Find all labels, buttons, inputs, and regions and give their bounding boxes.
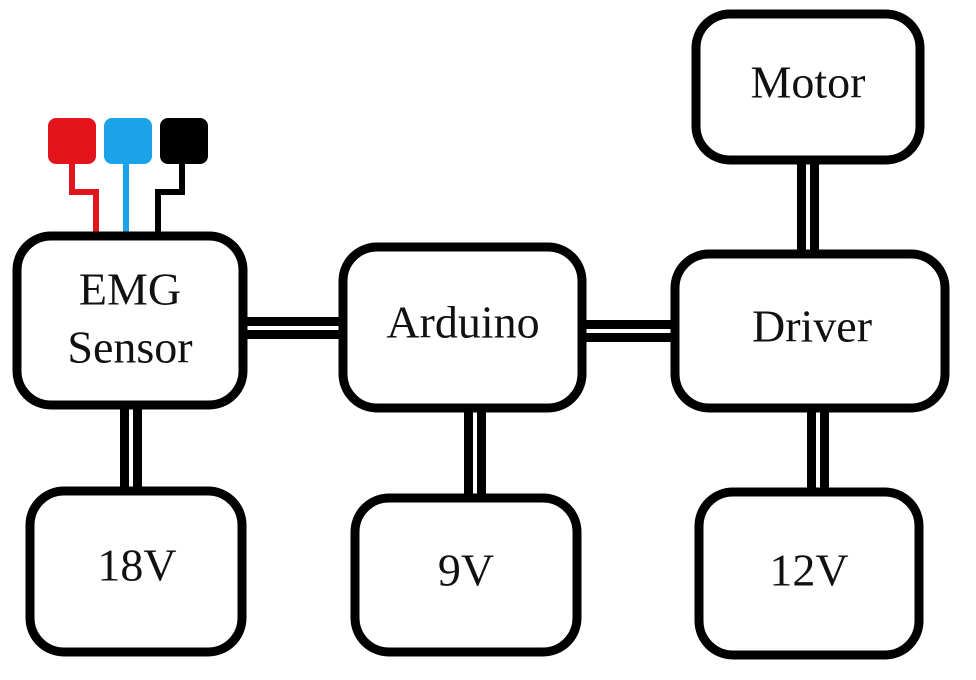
block-arduino: Arduino (338, 242, 587, 413)
emg-sensor-label-line1: EMG (79, 264, 181, 315)
electrode-leads (48, 118, 208, 236)
block-emg-sensor: EMG Sensor (12, 231, 248, 410)
block-supply-12v: 12V (694, 487, 924, 660)
driver-label: Driver (752, 301, 872, 352)
supply-18v-label: 18V (97, 540, 176, 591)
motor-label: Motor (751, 57, 866, 108)
electrode-pad-blue (104, 118, 152, 164)
electrode-pad-black (160, 118, 208, 164)
block-motor: Motor (691, 9, 925, 165)
supply-12v-label: 12V (769, 545, 848, 596)
block-supply-18v: 18V (25, 486, 247, 657)
connector-arduino-9v (464, 408, 486, 498)
electrode-pad-red (48, 118, 96, 164)
block-supply-9v: 9V (350, 493, 582, 657)
connector-driver-12v (807, 408, 829, 492)
supply-9v-label: 9V (438, 545, 494, 596)
block-driver: Driver (670, 249, 950, 413)
connector-arduino-driver (582, 320, 674, 342)
emg-sensor-label-line2: Sensor (67, 322, 192, 373)
connector-emg-arduino (244, 317, 344, 339)
electrode-wire-black (155, 160, 185, 236)
connector-emg-18v (120, 405, 142, 491)
arduino-label: Arduino (386, 297, 539, 348)
electrode-wire-red (69, 160, 99, 236)
connector-driver-motor (797, 160, 819, 255)
